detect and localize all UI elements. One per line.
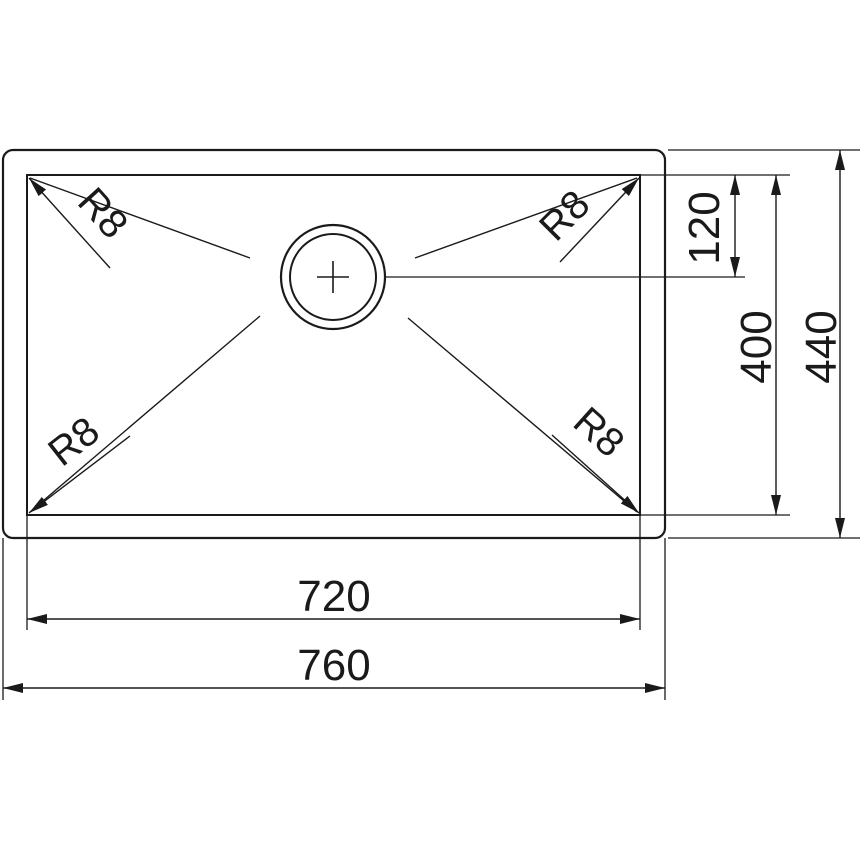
radius-label-top-right: R8 — [531, 182, 598, 249]
horizontal-extension-lines — [640, 149, 860, 539]
slope-lines — [29, 177, 638, 513]
dimension-label-760: 760 — [297, 641, 370, 690]
vertical-extension-lines — [2, 515, 666, 700]
dimension-label-440: 440 — [797, 310, 846, 383]
outer-rim — [1, 148, 667, 540]
radius-label-top-left: R8 — [69, 180, 136, 247]
inner-bowl — [26, 174, 641, 516]
drain — [279, 223, 387, 331]
dimension-label-400: 400 — [732, 310, 781, 383]
radius-label-bottom-left: R8 — [40, 409, 107, 475]
dimension-label-720: 720 — [297, 572, 370, 621]
radius-leaders — [28, 177, 640, 514]
dimension-label-120: 120 — [680, 191, 729, 264]
